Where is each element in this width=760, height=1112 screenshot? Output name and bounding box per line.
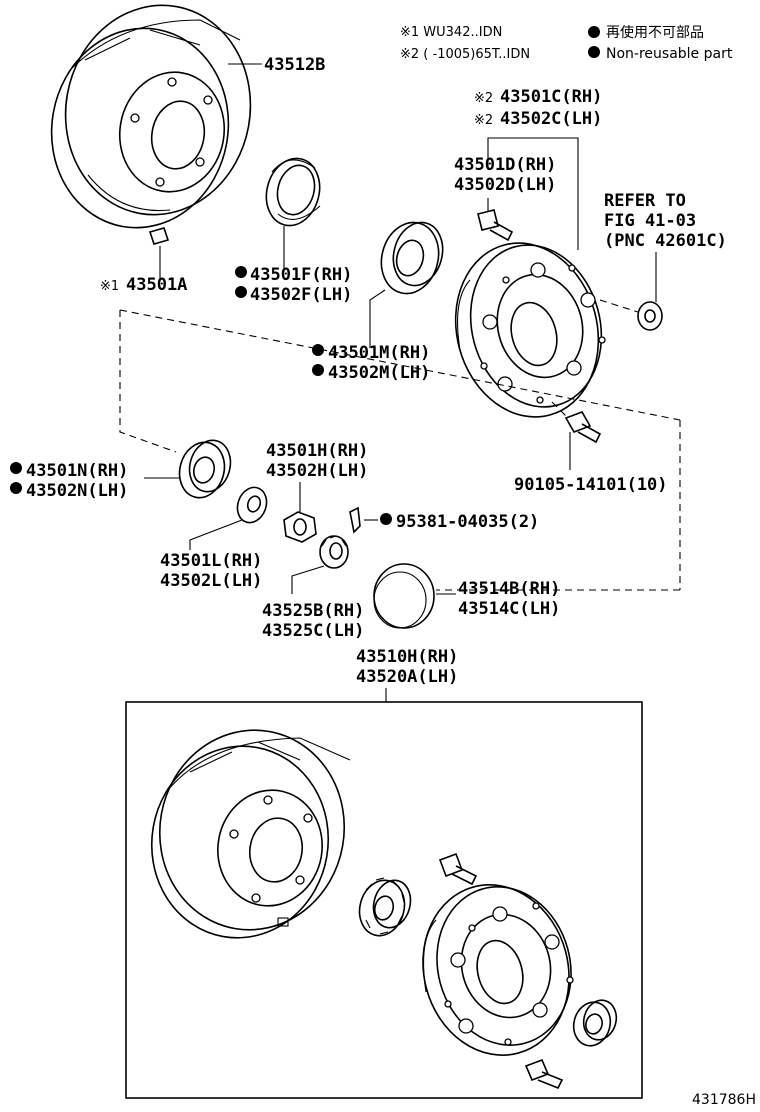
non-reusable-dot-icon (235, 266, 247, 278)
callout-43510H: 43510H(RH) (356, 647, 458, 667)
hub-nut-part[interactable] (283, 511, 317, 543)
refer-to-line-2: FIG 41-03 (604, 211, 696, 231)
callout-95381-04035: 95381-04035(2) (396, 512, 539, 532)
assembly-box (125, 701, 643, 1099)
cotter-pin-part[interactable] (349, 506, 361, 534)
non-reusable-dot-icon (10, 462, 22, 474)
legend: ※1 WU342..IDN ※2 ( -1005)65T..IDN 再使用不可部… (400, 24, 733, 62)
callout-43501C: 43501C(RH) (500, 87, 602, 107)
non-reusable-dot-icon (10, 482, 22, 494)
callout-43502H: 43502H(LH) (266, 461, 368, 481)
legend-note-2: ※2 ( -1005)65T..IDN (400, 47, 530, 62)
callout-43502F: 43502F(LH) (250, 285, 352, 305)
callout-43502D: 43502D(LH) (454, 175, 556, 195)
inner-bearing-part[interactable] (374, 216, 450, 300)
callout-43501N: 43501N(RH) (26, 461, 128, 481)
assembly-bolt-part[interactable] (524, 1058, 564, 1090)
refer-to-line-3: (PNC 42601C) (604, 231, 727, 251)
callout-43525B: 43525B(RH) (262, 601, 364, 621)
nut-lock-part[interactable] (319, 535, 349, 569)
non-reusable-dot-icon (588, 26, 600, 38)
axle-hub-part[interactable] (437, 227, 619, 433)
pin-part[interactable] (148, 227, 170, 245)
callout-43514B: 43514B(RH) (458, 579, 560, 599)
brake-drum-part[interactable] (36, 0, 267, 242)
callout-43501L: 43501L(RH) (160, 551, 262, 571)
callout-43501M: 43501M(RH) (328, 343, 430, 363)
assembly-drum-part[interactable] (137, 716, 360, 952)
callout-43514C: 43514C(LH) (458, 599, 560, 619)
callout-43512B: 43512B (264, 55, 325, 75)
refer-to-line-1: REFER TO (604, 191, 686, 211)
callout-90105-14101: 90105-14101(10) (514, 475, 668, 495)
callout-43502C: 43502C(LH) (500, 109, 602, 129)
pin-mark: ※1 (100, 279, 119, 294)
non-reusable-dot-icon (380, 513, 392, 525)
non-reusable-dot-icon (235, 286, 247, 298)
grease-cap-part[interactable] (373, 563, 435, 629)
non-reusable-dot-icon (312, 344, 324, 356)
legend-note-jp: 再使用不可部品 (606, 24, 704, 41)
washer-part[interactable] (233, 483, 272, 526)
assembly-outer-bearing-part[interactable] (569, 997, 621, 1050)
callout-43525C: 43525C(LH) (262, 621, 364, 641)
callout-43501F: 43501F(RH) (250, 265, 352, 285)
outer-bearing-part[interactable] (174, 436, 237, 503)
callout-43502N: 43502N(LH) (26, 481, 128, 501)
hub-mark: ※2 (474, 113, 493, 128)
callout-43501D: 43501D(RH) (454, 155, 556, 175)
legend-note-1: ※1 WU342..IDN (400, 25, 502, 40)
assembly-stud-part[interactable] (438, 852, 478, 886)
oil-seal-part[interactable] (259, 152, 327, 231)
figure-id: 431786H (692, 1092, 756, 1108)
hub-stud-part[interactable] (477, 209, 514, 242)
hub-mark: ※2 (474, 91, 493, 106)
hub-bolt-part[interactable] (564, 411, 602, 444)
non-reusable-dot-icon (588, 46, 600, 58)
non-reusable-dot-icon (312, 364, 324, 376)
callout-43501H: 43501H(RH) (266, 441, 368, 461)
assembly-bearing-part[interactable] (354, 875, 416, 940)
hub-nut-part[interactable] (637, 301, 663, 331)
legend-note-en: Non-reusable part (606, 46, 733, 62)
callout-43502M: 43502M(LH) (328, 363, 430, 383)
assembly-hub-part[interactable] (404, 868, 588, 1071)
callout-43520A: 43520A(LH) (356, 667, 458, 687)
callout-43501A: 43501A (126, 275, 187, 295)
callout-43502L: 43502L(LH) (160, 571, 262, 591)
